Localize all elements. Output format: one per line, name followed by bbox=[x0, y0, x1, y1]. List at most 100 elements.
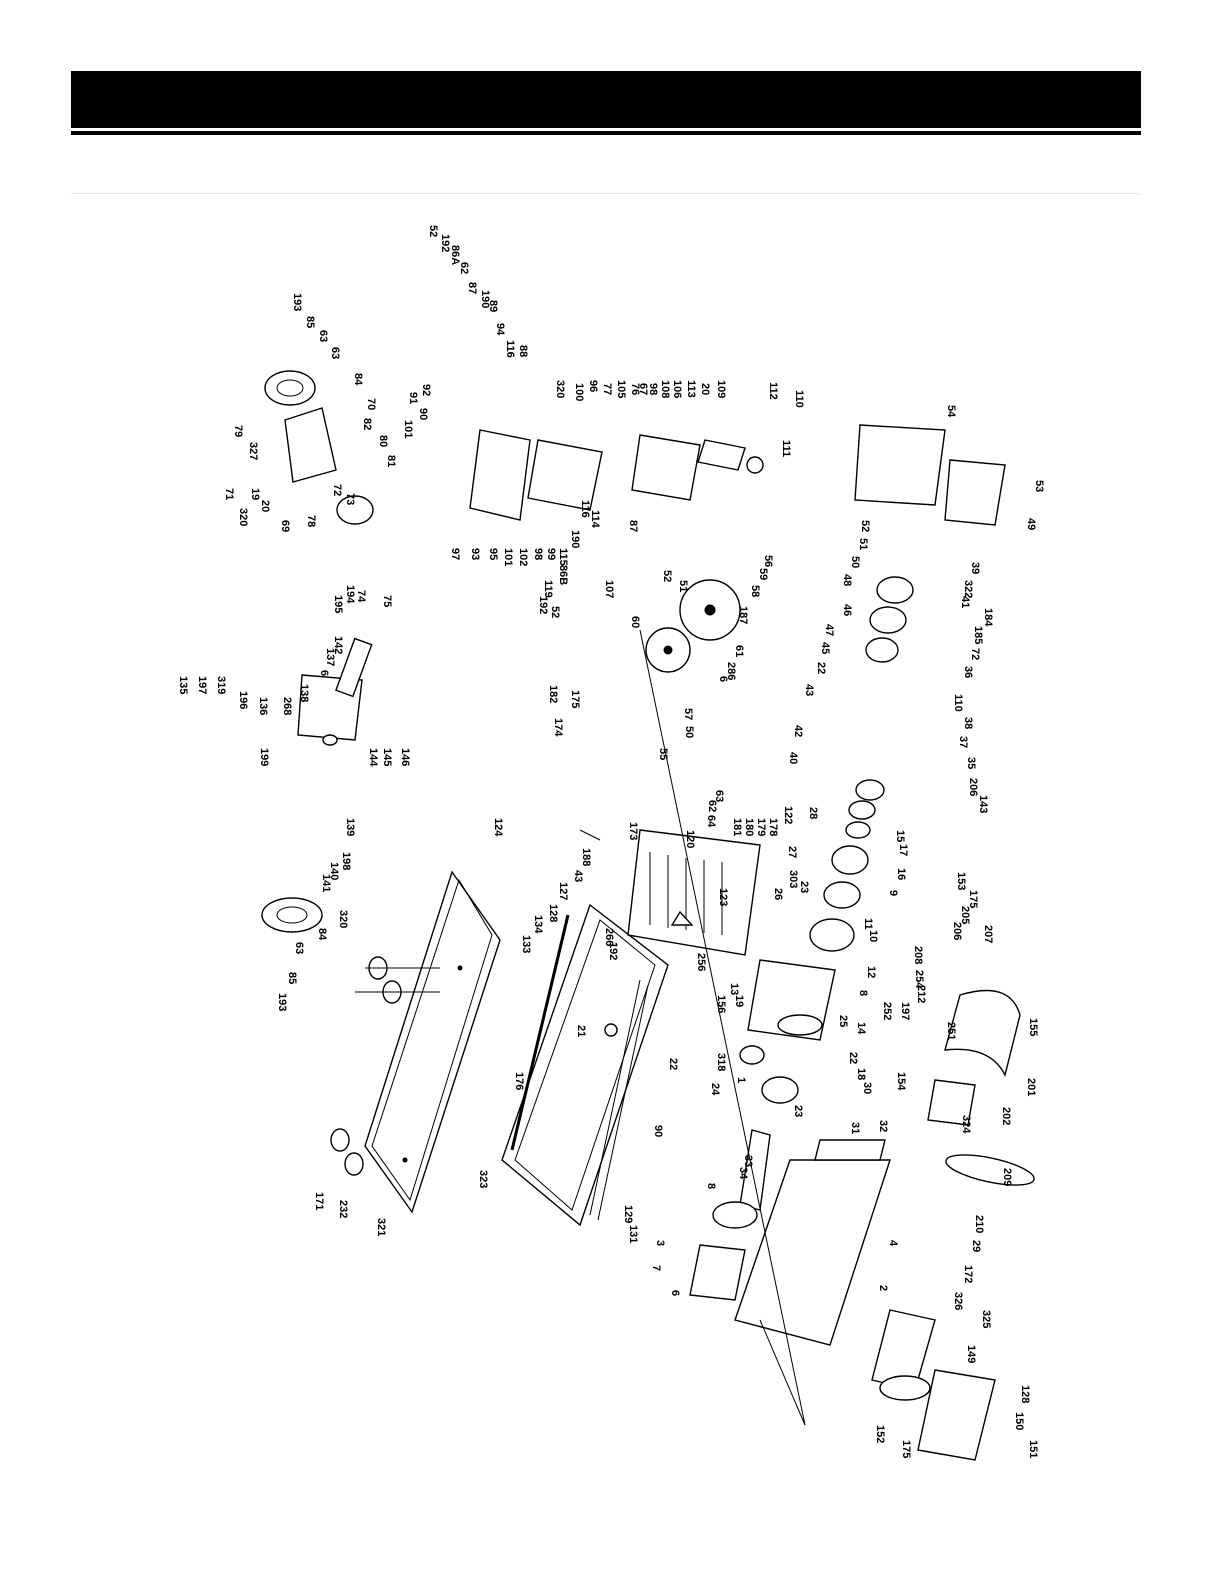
part-number-label: 19 bbox=[249, 488, 261, 500]
part-number-label: 59 bbox=[757, 568, 769, 580]
part-number-label: 110 bbox=[793, 390, 805, 408]
part-number-label: 116 bbox=[504, 340, 516, 358]
part-number-label: 53 bbox=[1033, 480, 1045, 492]
part-number-label: 122 bbox=[782, 806, 794, 824]
part-number-label: 50 bbox=[849, 556, 861, 568]
part-number-label: 23 bbox=[798, 881, 810, 893]
part-number-label: 86A bbox=[449, 245, 461, 265]
part-number-label: 145 bbox=[381, 748, 393, 766]
part-number-label: 175 bbox=[967, 890, 979, 908]
part-number-label: 14 bbox=[855, 1022, 867, 1035]
part-number-label: 113 bbox=[685, 380, 697, 398]
part-number-label: 110 bbox=[952, 694, 964, 712]
part-number-label: 152 bbox=[874, 1425, 886, 1443]
part-number-label: 207 bbox=[982, 925, 994, 943]
part-number-label: 31 bbox=[849, 1122, 861, 1134]
part-number-label: 62 bbox=[706, 800, 718, 812]
part-number-label: 210 bbox=[973, 1215, 985, 1233]
part-number-label: 98 bbox=[647, 383, 659, 395]
part-number-label: 176 bbox=[513, 1072, 525, 1090]
part-number-label: 105 bbox=[615, 380, 627, 398]
bracket bbox=[927, 1079, 976, 1126]
part-number-label: 1 bbox=[735, 1077, 747, 1083]
part-number-label: 120 bbox=[684, 830, 696, 848]
part-number-label: 128 bbox=[547, 904, 559, 922]
part-number-label: 78 bbox=[305, 515, 317, 527]
part-number-label: 266 bbox=[603, 928, 615, 946]
part-number-label: 150 bbox=[1013, 1412, 1025, 1430]
part-number-label: 198 bbox=[340, 852, 352, 870]
part-number-label: 13 bbox=[728, 983, 740, 995]
part-number-label: 63 bbox=[329, 347, 341, 359]
part-number-label: 56 bbox=[762, 555, 774, 567]
part-number-label: 181 bbox=[731, 818, 743, 836]
part-number-label: 35 bbox=[965, 757, 977, 769]
part-number-label: 51 bbox=[857, 538, 869, 550]
part-number-label: 322 bbox=[962, 580, 974, 598]
part-number-label: 172 bbox=[962, 1265, 974, 1283]
part-number-label: 131 bbox=[627, 1225, 639, 1243]
part-number-label: 98 bbox=[532, 548, 544, 560]
part-number-label: 192 bbox=[537, 596, 549, 614]
part-number-label: 52 bbox=[661, 570, 673, 582]
part-number-label: 154 bbox=[895, 1072, 907, 1091]
part-number-label: 54 bbox=[945, 405, 957, 418]
part-number-label: 116 bbox=[579, 500, 591, 518]
part-number-label: 8 bbox=[857, 990, 869, 996]
part-number-label: 94 bbox=[494, 323, 506, 336]
part-number-label: 61 bbox=[733, 645, 745, 657]
part-number-label: 142 bbox=[332, 636, 344, 654]
part-number-label: 49 bbox=[1025, 518, 1037, 530]
part-number-label: 22 bbox=[815, 662, 827, 674]
header-rule bbox=[71, 131, 1141, 135]
part-number-label: 190 bbox=[479, 290, 491, 308]
part-number-label: 254 bbox=[913, 970, 925, 989]
part-number-label: 109 bbox=[715, 380, 727, 398]
part-number-label: 323 bbox=[477, 1170, 489, 1188]
part-number-label: 206 bbox=[967, 778, 979, 796]
part-number-label: 127 bbox=[557, 882, 569, 900]
part-number-label: 193 bbox=[276, 993, 288, 1011]
part-number-label: 50 bbox=[683, 726, 695, 738]
part-number-label: 84 bbox=[352, 373, 364, 386]
part-number-label: 325 bbox=[980, 1310, 992, 1328]
leader-lines bbox=[355, 629, 806, 1426]
part-number-label: 209 bbox=[1001, 1168, 1013, 1186]
part-number-label: 51 bbox=[677, 580, 689, 592]
part-number-label: 30 bbox=[861, 1082, 873, 1094]
part-number-label: 16 bbox=[895, 868, 907, 880]
part-number-label: 52 bbox=[859, 520, 871, 532]
part-number-label: 3 bbox=[654, 1240, 666, 1246]
motor-guard bbox=[854, 424, 1006, 526]
part-number-label: 48 bbox=[841, 574, 853, 586]
part-number-label: 23 bbox=[792, 1105, 804, 1117]
part-number-label: 90 bbox=[652, 1125, 664, 1137]
part-number-label: 124 bbox=[492, 818, 504, 837]
part-number-label: 136 bbox=[257, 697, 269, 715]
part-number-label: 95 bbox=[487, 548, 499, 560]
part-number-label: 4 bbox=[887, 1240, 899, 1247]
part-number-label: 72 bbox=[969, 648, 981, 660]
part-number-label: 188 bbox=[580, 848, 592, 866]
part-number-label: 100 bbox=[573, 383, 585, 401]
part-number-label: 67 bbox=[637, 383, 649, 395]
part-number-label: 321 bbox=[375, 1218, 387, 1236]
part-number-label: 138 bbox=[298, 684, 310, 702]
part-number-label: 34 bbox=[737, 1167, 749, 1180]
part-number-label: 33 bbox=[742, 1155, 754, 1167]
part-number-label: 187 bbox=[737, 606, 749, 624]
part-number-label: 86B bbox=[557, 565, 569, 585]
part-number-label: 185 bbox=[972, 626, 984, 644]
part-number-label: 140 bbox=[328, 862, 340, 880]
part-number-label: 192 bbox=[439, 234, 451, 252]
part-number-label: 174 bbox=[552, 718, 564, 737]
part-number-label: 85 bbox=[286, 972, 298, 984]
part-number-label: 146 bbox=[399, 748, 411, 766]
part-number-label: 102 bbox=[517, 548, 529, 566]
tailstock bbox=[297, 637, 373, 746]
part-number-label: 6 bbox=[669, 1290, 681, 1296]
part-number-label: 75 bbox=[381, 595, 393, 607]
part-number-label: 76 bbox=[629, 383, 641, 395]
part-number-label: 144 bbox=[367, 748, 379, 767]
part-number-label: 11 bbox=[862, 918, 874, 930]
